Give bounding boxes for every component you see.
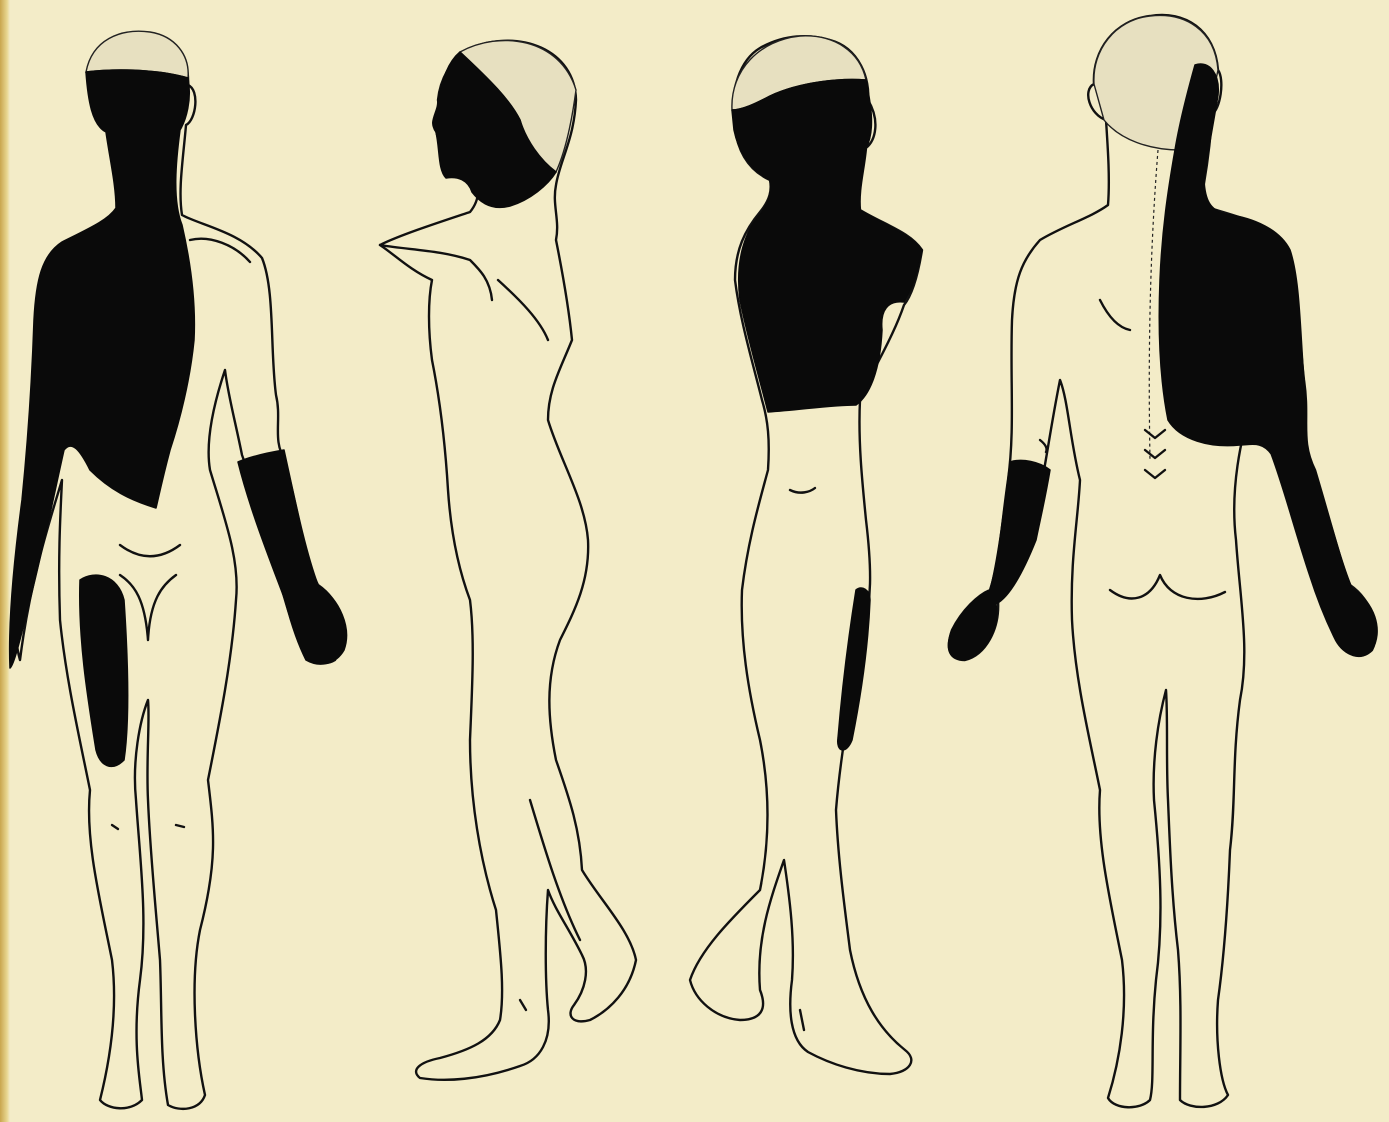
front-pelvis-line <box>120 545 180 556</box>
right-side-view-figure <box>690 36 922 1074</box>
front-view-figure <box>10 31 347 1109</box>
front-knee-left <box>112 825 118 829</box>
side-right-ankle <box>800 1010 804 1030</box>
back-lumbar-chevrons <box>1145 430 1165 478</box>
back-buttocks-line <box>1110 575 1225 599</box>
side-left-ankle <box>520 1000 526 1010</box>
back-view-figure <box>948 15 1377 1107</box>
back-shaded-region-right-side <box>1159 64 1377 656</box>
side-right-shaded-upper-body <box>732 80 922 412</box>
side-right-abdomen <box>790 488 815 493</box>
back-scapula-line <box>1100 300 1130 330</box>
side-left-arm-line <box>380 245 492 300</box>
side-left-back-line <box>498 280 548 340</box>
side-right-shaded-thigh <box>838 588 870 750</box>
front-groin-line <box>120 575 176 640</box>
back-spine-hatching <box>1149 150 1158 460</box>
front-shaded-region-thigh <box>80 575 128 766</box>
back-shaded-region-left-forearm <box>948 460 1050 660</box>
back-elbow-mark <box>1040 440 1047 452</box>
left-side-view-figure <box>380 41 636 1080</box>
front-shaded-region-forearm <box>238 450 346 664</box>
front-chest-line <box>190 239 250 262</box>
side-left-leg-line <box>530 800 580 940</box>
front-knee-right <box>176 825 184 827</box>
